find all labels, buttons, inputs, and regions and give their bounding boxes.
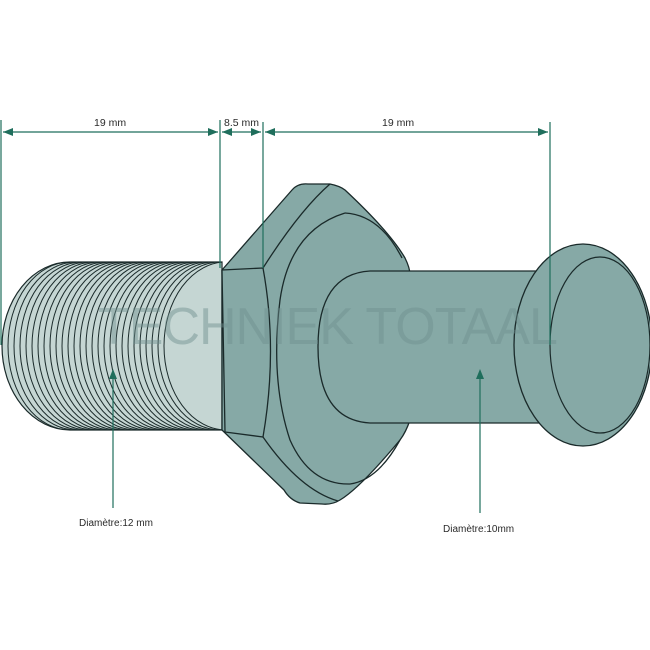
dimension-label-pin-length: 19 mm (382, 117, 414, 129)
diameter-label-pin: Diamètre:10mm (443, 524, 514, 535)
pin-head (513, 243, 650, 447)
dimension-lines (0, 120, 551, 513)
threaded-shaft (1, 261, 223, 431)
pin-shaft (317, 270, 561, 424)
diameter-label-thread: Diamètre:12 mm (79, 518, 153, 529)
hex-collar (221, 183, 411, 505)
dimension-label-thread-length: 19 mm (94, 117, 126, 129)
dimension-label-hex-width: 8.5 mm (224, 117, 259, 129)
watermark: TECHNIEK TOTAAL (98, 298, 557, 356)
